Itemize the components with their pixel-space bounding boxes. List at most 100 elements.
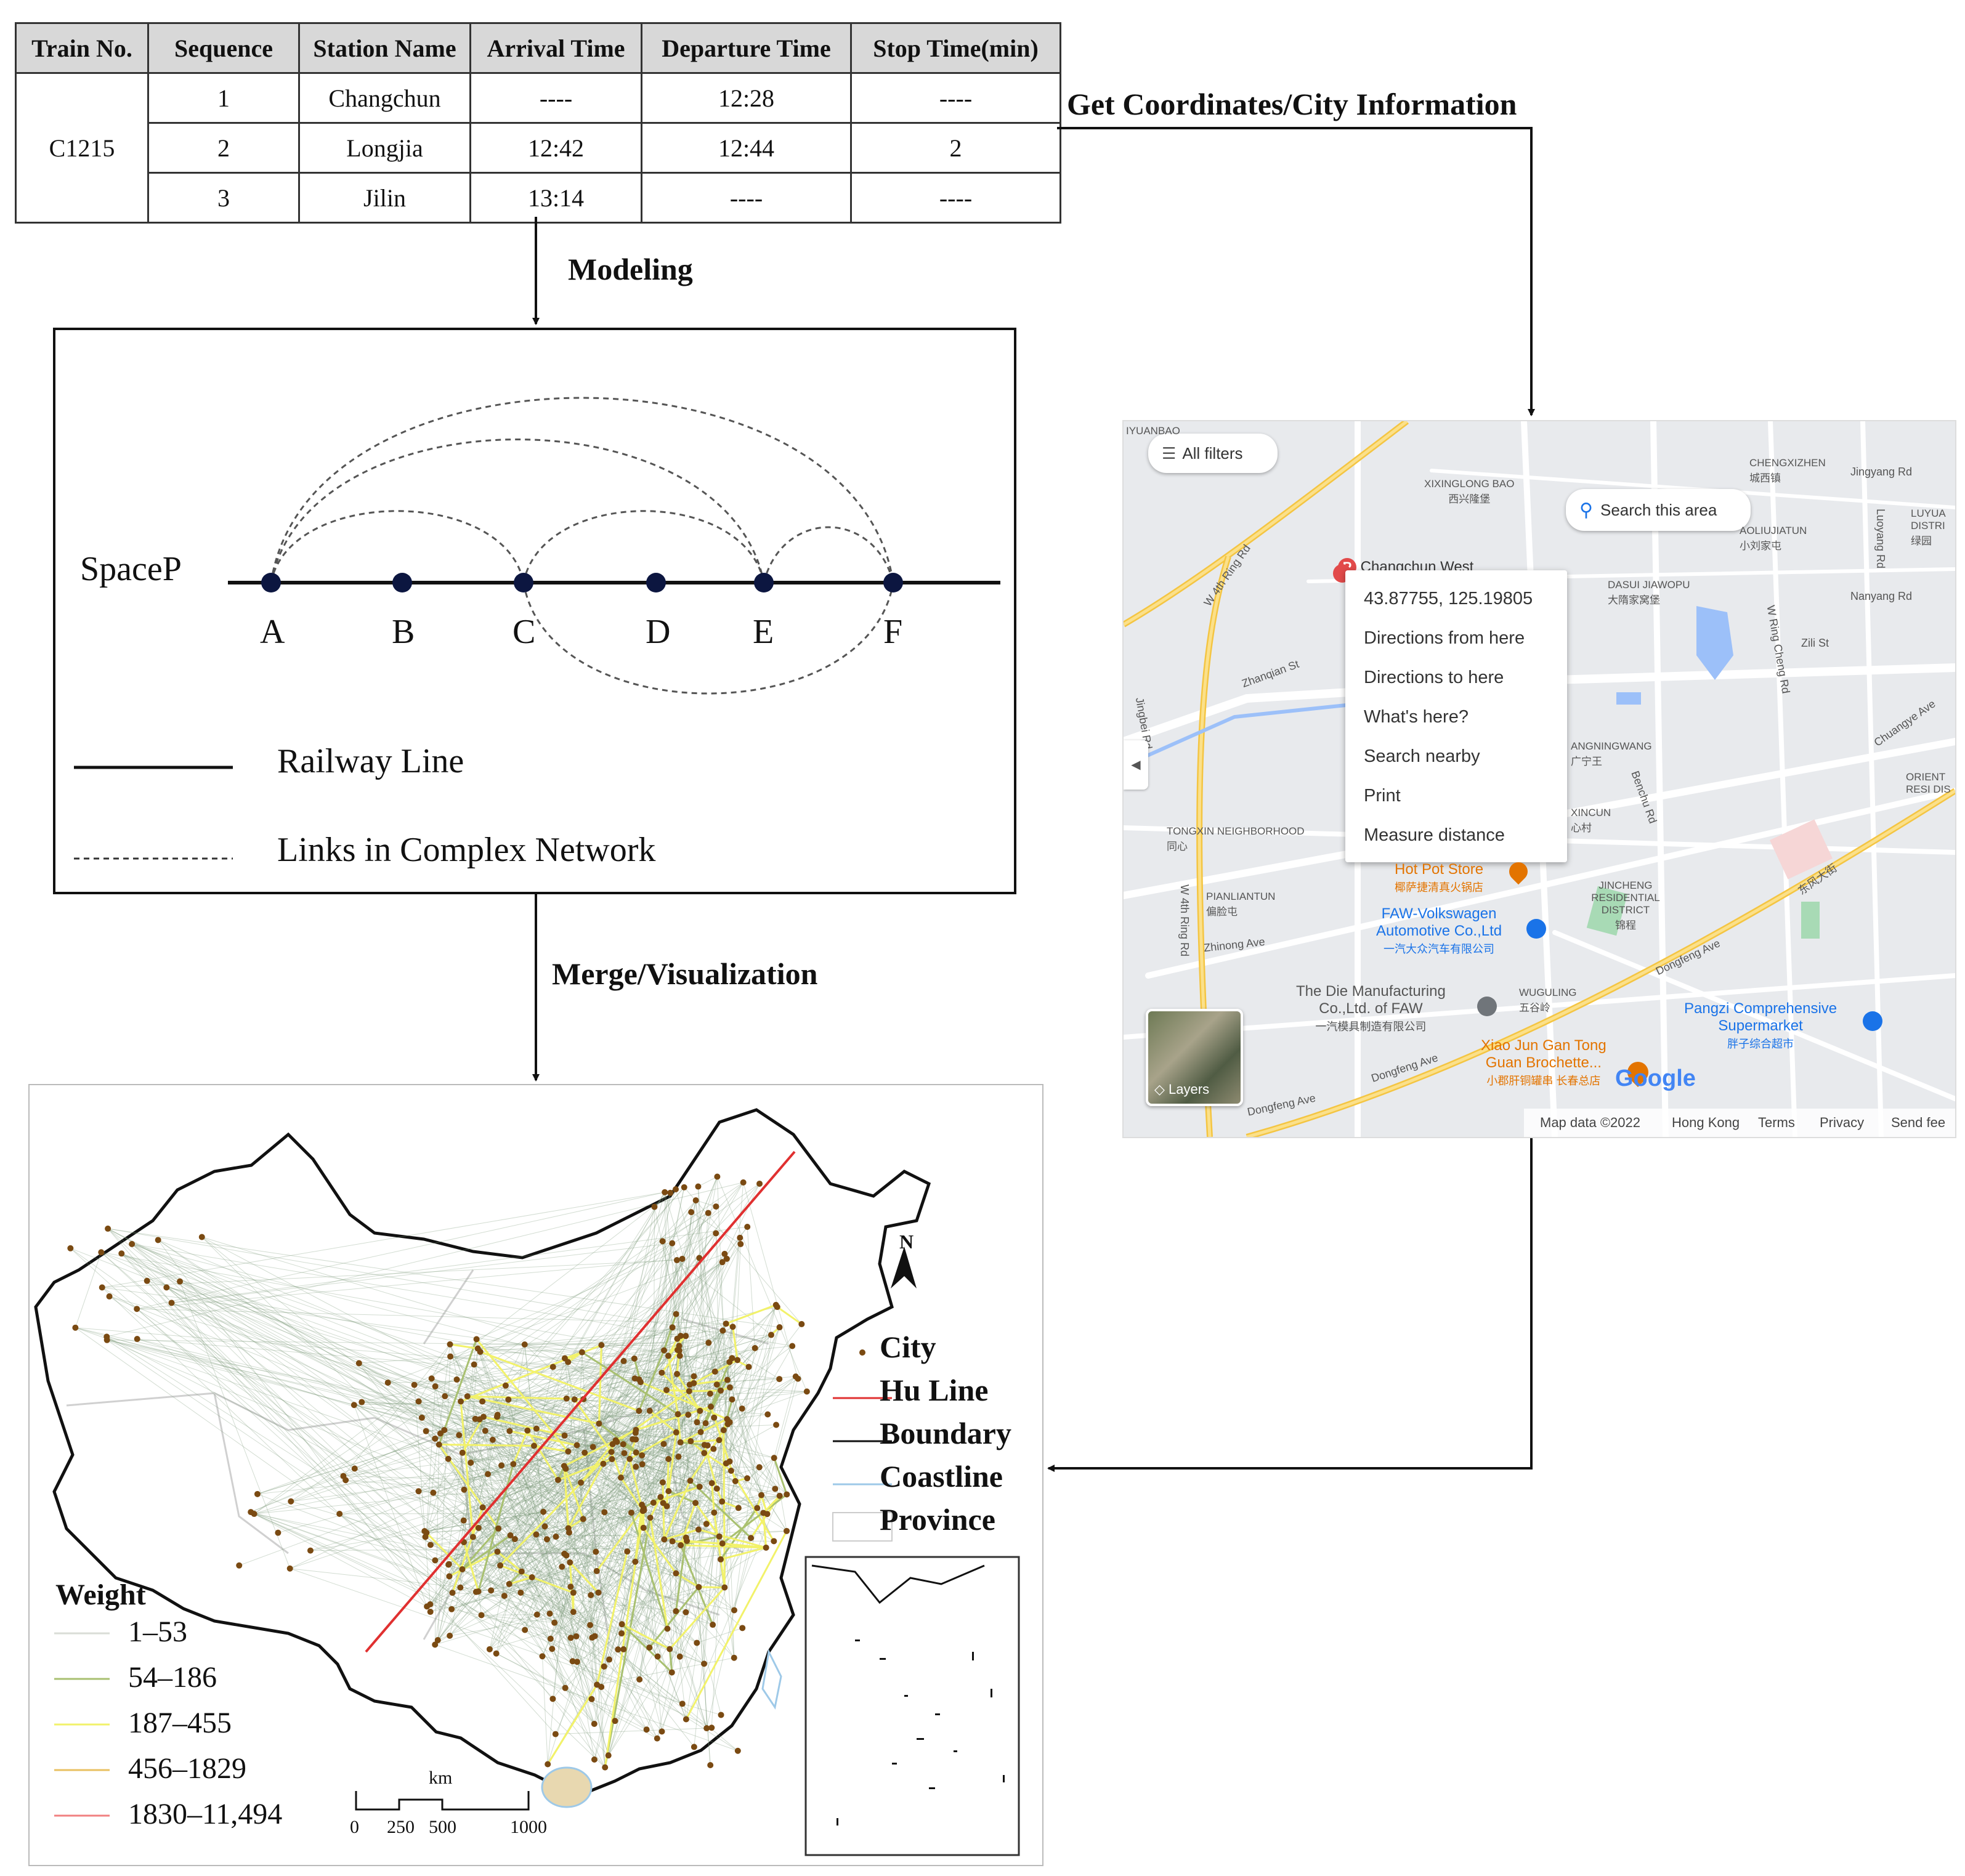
footer-privacy[interactable]: Privacy	[1820, 1115, 1865, 1130]
network-link	[426, 1386, 436, 1533]
scale-unit: km	[429, 1768, 453, 1788]
network-link	[566, 1398, 735, 1658]
city-point	[727, 1468, 734, 1474]
network-link	[343, 1344, 450, 1476]
network-link	[448, 1458, 522, 1572]
strong-network-link	[649, 1586, 700, 1649]
network-link	[171, 1302, 528, 1431]
city-point	[705, 1210, 711, 1216]
city-point	[692, 1500, 699, 1506]
network-link	[743, 1182, 798, 1379]
city-point	[695, 1583, 702, 1590]
city-point	[673, 1570, 679, 1577]
link-a-c	[270, 510, 525, 583]
city-point	[494, 1548, 501, 1555]
strong-network-link	[604, 1517, 652, 1768]
map-screenshot[interactable]: ☰ All filters ⚲ Search this area P Chang…	[1122, 420, 1956, 1138]
strong-network-link	[615, 1429, 637, 1441]
network-link	[100, 1251, 647, 1730]
network-link	[496, 1416, 633, 1440]
menu-measure-distance[interactable]: Measure distance	[1364, 825, 1505, 845]
strong-network-link	[685, 1530, 788, 1720]
menu-search-nearby[interactable]: Search nearby	[1364, 746, 1480, 766]
strong-network-link	[604, 1508, 645, 1768]
city-point	[740, 1179, 747, 1186]
city-point	[565, 1448, 572, 1455]
city-point	[275, 1529, 282, 1536]
city-point	[437, 1430, 444, 1437]
network-link	[729, 1362, 768, 1514]
menu-coordinates[interactable]: 43.87755, 125.19805	[1364, 589, 1533, 608]
layers-button[interactable]: ◇ Layers	[1146, 1009, 1243, 1106]
network-link	[424, 1486, 700, 1532]
network-link	[426, 1482, 581, 1534]
network-link	[449, 1243, 741, 1636]
network-link	[496, 1391, 690, 1654]
city-point	[640, 1524, 647, 1531]
network-link	[201, 1237, 687, 1720]
network-link	[414, 1243, 673, 1386]
city-point	[711, 1414, 718, 1421]
business-icon[interactable]	[1526, 919, 1546, 939]
city-point	[545, 1761, 551, 1768]
city-point	[570, 1609, 577, 1615]
google-logo: Google	[1615, 1065, 1696, 1091]
network-link	[452, 1529, 699, 1610]
network-link	[359, 1334, 772, 1364]
station-label-c: C	[513, 613, 536, 651]
network-link	[435, 1357, 732, 1561]
table-row: C1215 1 Changchun ---- 12:28 ----	[15, 72, 1061, 224]
network-link	[550, 1592, 599, 1639]
network-link	[666, 1389, 705, 1453]
network-link	[715, 1233, 739, 1508]
shopping-icon[interactable]	[1863, 1011, 1882, 1031]
network-link	[508, 1342, 709, 1400]
strong-network-link	[680, 1439, 719, 1444]
menu-print[interactable]: Print	[1364, 786, 1401, 806]
city-point	[708, 1724, 715, 1731]
header-arrival-time: Arrival Time	[469, 22, 642, 74]
search-area-button[interactable]: ⚲ Search this area	[1566, 489, 1751, 531]
network-link	[557, 1387, 731, 1481]
collapse-panel-button[interactable]: ◀	[1124, 740, 1148, 790]
network-link	[524, 1344, 701, 1433]
city-point	[726, 1458, 733, 1465]
scale-tick-500: 500	[429, 1817, 456, 1837]
network-link	[477, 1348, 739, 1508]
city-point	[716, 1437, 723, 1444]
network-link	[631, 1512, 719, 1537]
all-filters-button[interactable]: ☰ All filters	[1148, 434, 1278, 473]
city-point	[695, 1183, 702, 1190]
city-point	[731, 1607, 737, 1614]
network-link	[75, 1327, 727, 1381]
footer-region[interactable]: Hong Kong	[1672, 1115, 1740, 1130]
factory-icon[interactable]	[1477, 997, 1497, 1016]
menu-directions-to[interactable]: Directions to here	[1364, 668, 1504, 687]
city-point	[673, 1607, 679, 1614]
label-get-coordinates: Get Coordinates/City Information	[1067, 87, 1517, 121]
network-link	[724, 1243, 741, 1588]
city-point	[567, 1635, 574, 1641]
network-link	[462, 1189, 676, 1570]
network-link	[158, 1240, 427, 1607]
footer-send-feedback[interactable]: Send fee	[1891, 1115, 1946, 1130]
network-link	[107, 1228, 654, 1503]
legend-railway-line: Railway Line	[277, 742, 464, 780]
network-link	[131, 1243, 559, 1481]
city-point	[517, 1589, 524, 1596]
city-point	[448, 1606, 455, 1612]
network-link	[251, 1511, 449, 1565]
legend-boundary: Boundary	[880, 1416, 1011, 1450]
table-cell: Jilin	[298, 172, 471, 224]
city-point	[688, 1209, 695, 1216]
footer-terms[interactable]: Terms	[1758, 1115, 1795, 1130]
menu-directions-from[interactable]: Directions from here	[1364, 628, 1525, 648]
menu-whats-here[interactable]: What's here?	[1364, 707, 1469, 727]
network-link	[450, 1356, 694, 1377]
network-link	[569, 1441, 691, 1533]
